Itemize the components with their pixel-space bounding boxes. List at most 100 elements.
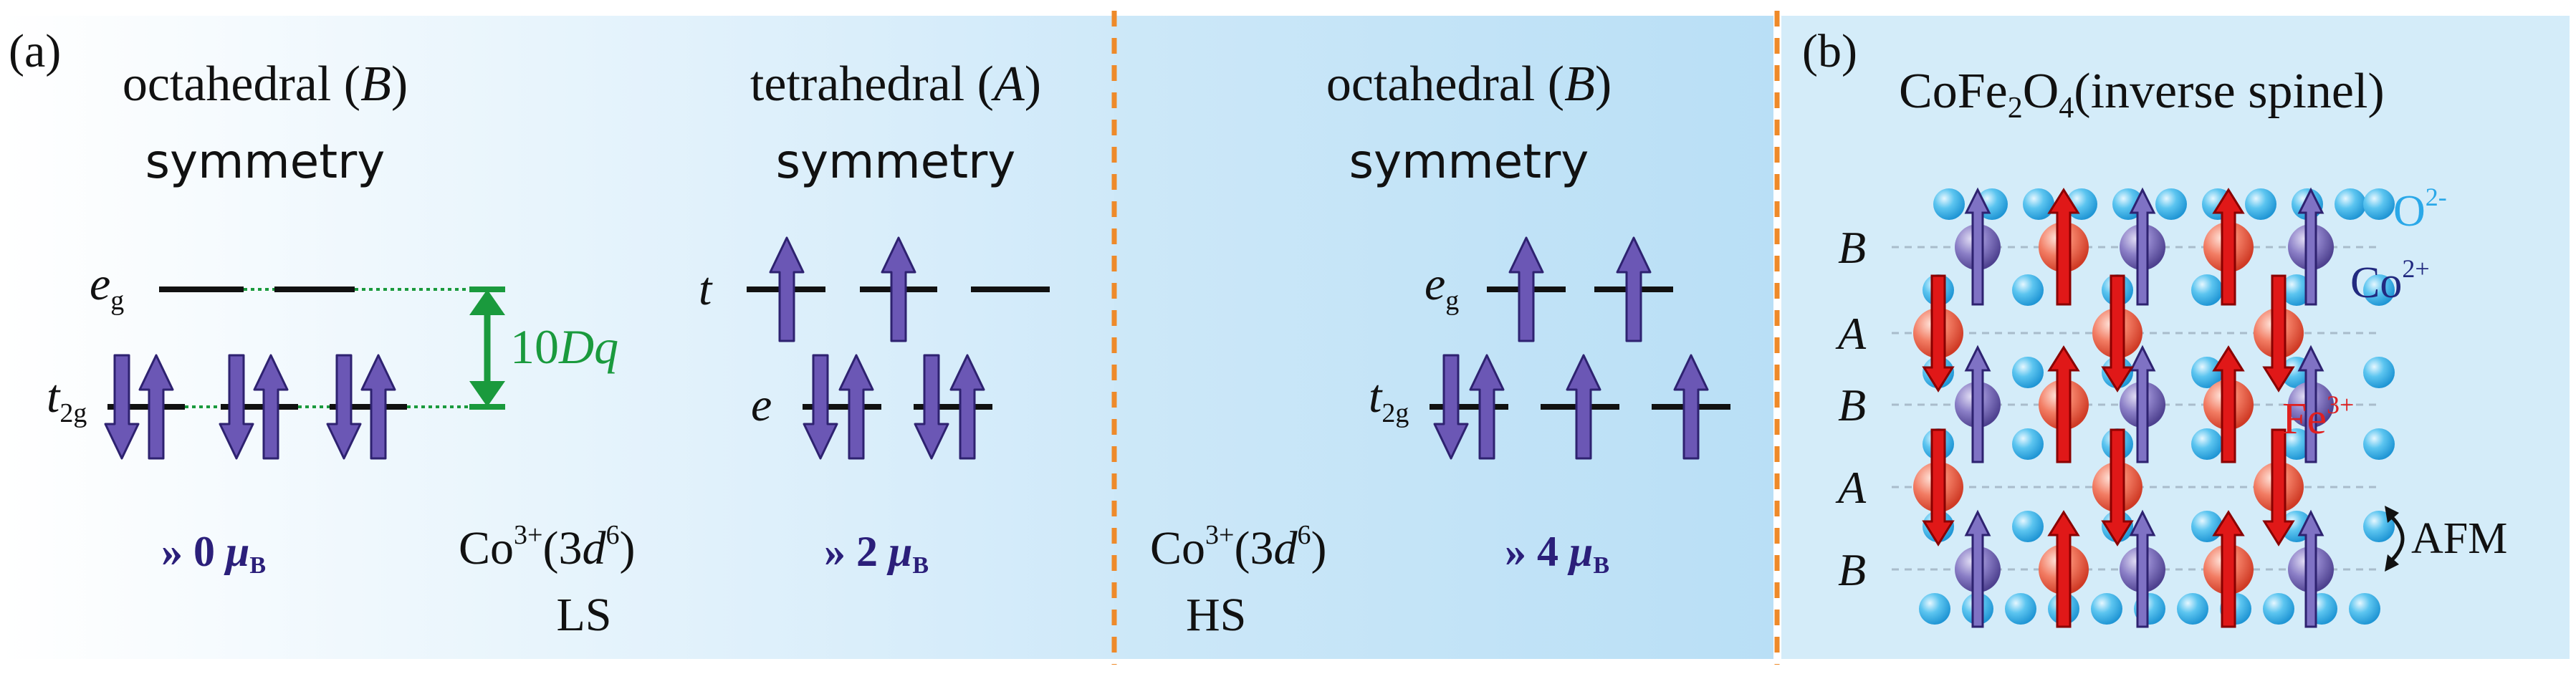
b-row-2-ion-1-arrow — [1964, 345, 1991, 463]
afm-label: AFM — [2411, 514, 2507, 563]
oxygen-sphere-21 — [2191, 357, 2223, 388]
dq-label: 10Dq — [510, 319, 618, 374]
a-row-2-ion-3-arrow — [2262, 428, 2295, 547]
panel-hs-background — [1114, 16, 1773, 659]
oxygen-sphere-44 — [2263, 593, 2294, 625]
oxygen-sphere-38 — [2005, 593, 2036, 625]
oxygen-sphere-8 — [2245, 188, 2276, 220]
hs-title-line1: octahedral (B) — [1326, 57, 1612, 112]
tetra-spin-arrow-5 — [914, 354, 949, 460]
panel-b-title: CoFe2O4(inverse spinel) — [1899, 64, 2385, 125]
ion-ls-formula: Co3+(3d6) — [459, 520, 635, 574]
hs-title-line2: symmetry — [1349, 134, 1589, 189]
tetrahedral-block: tetrahedral (A) symmetry t e » 2 μB — [699, 57, 1050, 579]
b-row-1-ion-5-arrow — [2297, 187, 2324, 306]
b-row-1-ion-3-arrow — [2129, 187, 2156, 306]
hs-eg-label: eg — [1425, 258, 1459, 316]
tetra-title-line1: tetrahedral (A) — [750, 57, 1041, 112]
ls-title-line2: symmetry — [145, 134, 386, 189]
oxygen-sphere-33 — [2191, 511, 2223, 542]
oxygen-sphere-36 — [1919, 593, 1950, 625]
ls-spin-arrow-5 — [326, 354, 362, 460]
ion-hs-formula: Co3+(3d6) — [1150, 520, 1326, 574]
ls-spin-arrow-3 — [219, 354, 254, 460]
panel-b-label: (b) — [1802, 25, 1857, 77]
oxygen-sphere-1 — [1933, 188, 1965, 220]
afm-arrow — [2390, 516, 2405, 562]
oxygen-sphere-15 — [2191, 274, 2223, 306]
oxygen-sphere-19 — [2012, 357, 2044, 388]
oxygen-sphere-11 — [2363, 188, 2395, 220]
oxygen-sphere-17 — [2363, 274, 2395, 306]
a-row-2-ion-1-arrow — [1922, 428, 1955, 547]
ion-hs-state: HS — [1186, 589, 1246, 641]
ls-eg-label: eg — [90, 258, 124, 316]
hs-spin-arrow-5 — [1566, 354, 1601, 460]
panel-b-background — [1781, 16, 2570, 659]
b-row-3-ion-2-arrow — [2047, 510, 2080, 628]
ls-spin-arrow-6 — [360, 354, 396, 460]
ls-spin-arrow-4 — [253, 354, 289, 460]
hs-moment: » 4 μB — [1505, 528, 1609, 579]
b-row-1-ion-1-arrow — [1964, 187, 1991, 306]
oxygen-sphere-40 — [2091, 593, 2122, 625]
ion-ls-label: Co3+(3d6) LS — [459, 520, 635, 641]
hs-octahedral-block: octahedral (B) symmetry eg t2g » 4 μB — [1326, 57, 1730, 579]
oxygen-sphere-10 — [2335, 188, 2366, 220]
tetra-t-label: t — [699, 263, 713, 315]
hs-t2g-label: t2g — [1369, 370, 1409, 428]
layer-label-4: A — [1835, 462, 1867, 513]
tetra-spin-arrow-4 — [838, 354, 874, 460]
hs-spins — [1433, 236, 1709, 460]
spinel-lattice — [1892, 187, 2395, 628]
oxygen-sphere-13 — [2012, 274, 2044, 306]
layer-label-2: A — [1835, 308, 1867, 359]
oxygen-sphere-25 — [2012, 428, 2044, 460]
ls-octahedral-block: octahedral (B) symmetry eg t2g 10Dq » 0 … — [47, 57, 618, 579]
dq-arrow-head-up — [469, 289, 505, 315]
tetra-spin-arrow-3 — [803, 354, 838, 460]
hs-spin-arrow-2 — [1616, 236, 1652, 342]
tetra-title-line2: symmetry — [776, 134, 1016, 189]
tetra-e-label: e — [751, 379, 772, 431]
tetra-moment: » 2 μB — [824, 528, 929, 579]
afm-arrow-head-top — [2385, 506, 2399, 523]
b-row-2-ion-2-arrow — [2047, 345, 2080, 463]
tetra-spin-arrow-6 — [949, 354, 985, 460]
ls-t2g-label: t2g — [47, 370, 87, 428]
a-row-1-ion-3-arrow — [2262, 274, 2295, 393]
layer-label-5: B — [1838, 544, 1866, 595]
a-row-1-ion-2-arrow — [2101, 274, 2134, 393]
oxygen-sphere-29 — [2363, 428, 2395, 460]
hs-spin-arrow-1 — [1508, 236, 1544, 342]
cobalt-label: Co2+ — [2350, 254, 2430, 307]
tetra-spins — [769, 236, 985, 460]
ion-hs-label: Co3+(3d6) HS — [1150, 520, 1326, 641]
ls-title-line1: octahedral (B) — [123, 57, 408, 112]
tetra-spin-arrow-1 — [769, 236, 805, 342]
b-row-3-ion-3-arrow — [2129, 509, 2156, 628]
b-row-3-ion-5-arrow — [2297, 509, 2324, 628]
ls-spin-arrow-2 — [138, 354, 174, 460]
oxygen-sphere-16 — [2281, 274, 2312, 306]
hs-spin-arrow-4 — [1469, 354, 1505, 460]
oxygen-sphere-31 — [2012, 511, 2044, 542]
b-row-3-ion-4-arrow — [2212, 510, 2245, 628]
oxygen-label: O2- — [2393, 183, 2447, 236]
panel-a-background — [0, 16, 1114, 659]
layer-label-3: B — [1838, 380, 1866, 430]
panel-a-label: (a) — [9, 25, 61, 77]
oxygen-sphere-27 — [2191, 428, 2223, 460]
oxygen-sphere-42 — [2177, 593, 2208, 625]
oxygen-sphere-46 — [2349, 593, 2380, 625]
layer-label-1: B — [1838, 222, 1866, 273]
tetra-spin-arrow-2 — [881, 236, 916, 342]
ls-moment: » 0 μB — [161, 528, 266, 579]
hs-spin-arrow-6 — [1673, 354, 1709, 460]
a-row-1-ion-1-arrow — [1922, 274, 1955, 393]
b-row-2-ion-4-arrow — [2212, 345, 2245, 463]
b-row-1-ion-4-arrow — [2212, 188, 2245, 306]
dq-arrow-head-down — [469, 381, 505, 407]
b-row-2-ion-3-arrow — [2129, 345, 2156, 463]
